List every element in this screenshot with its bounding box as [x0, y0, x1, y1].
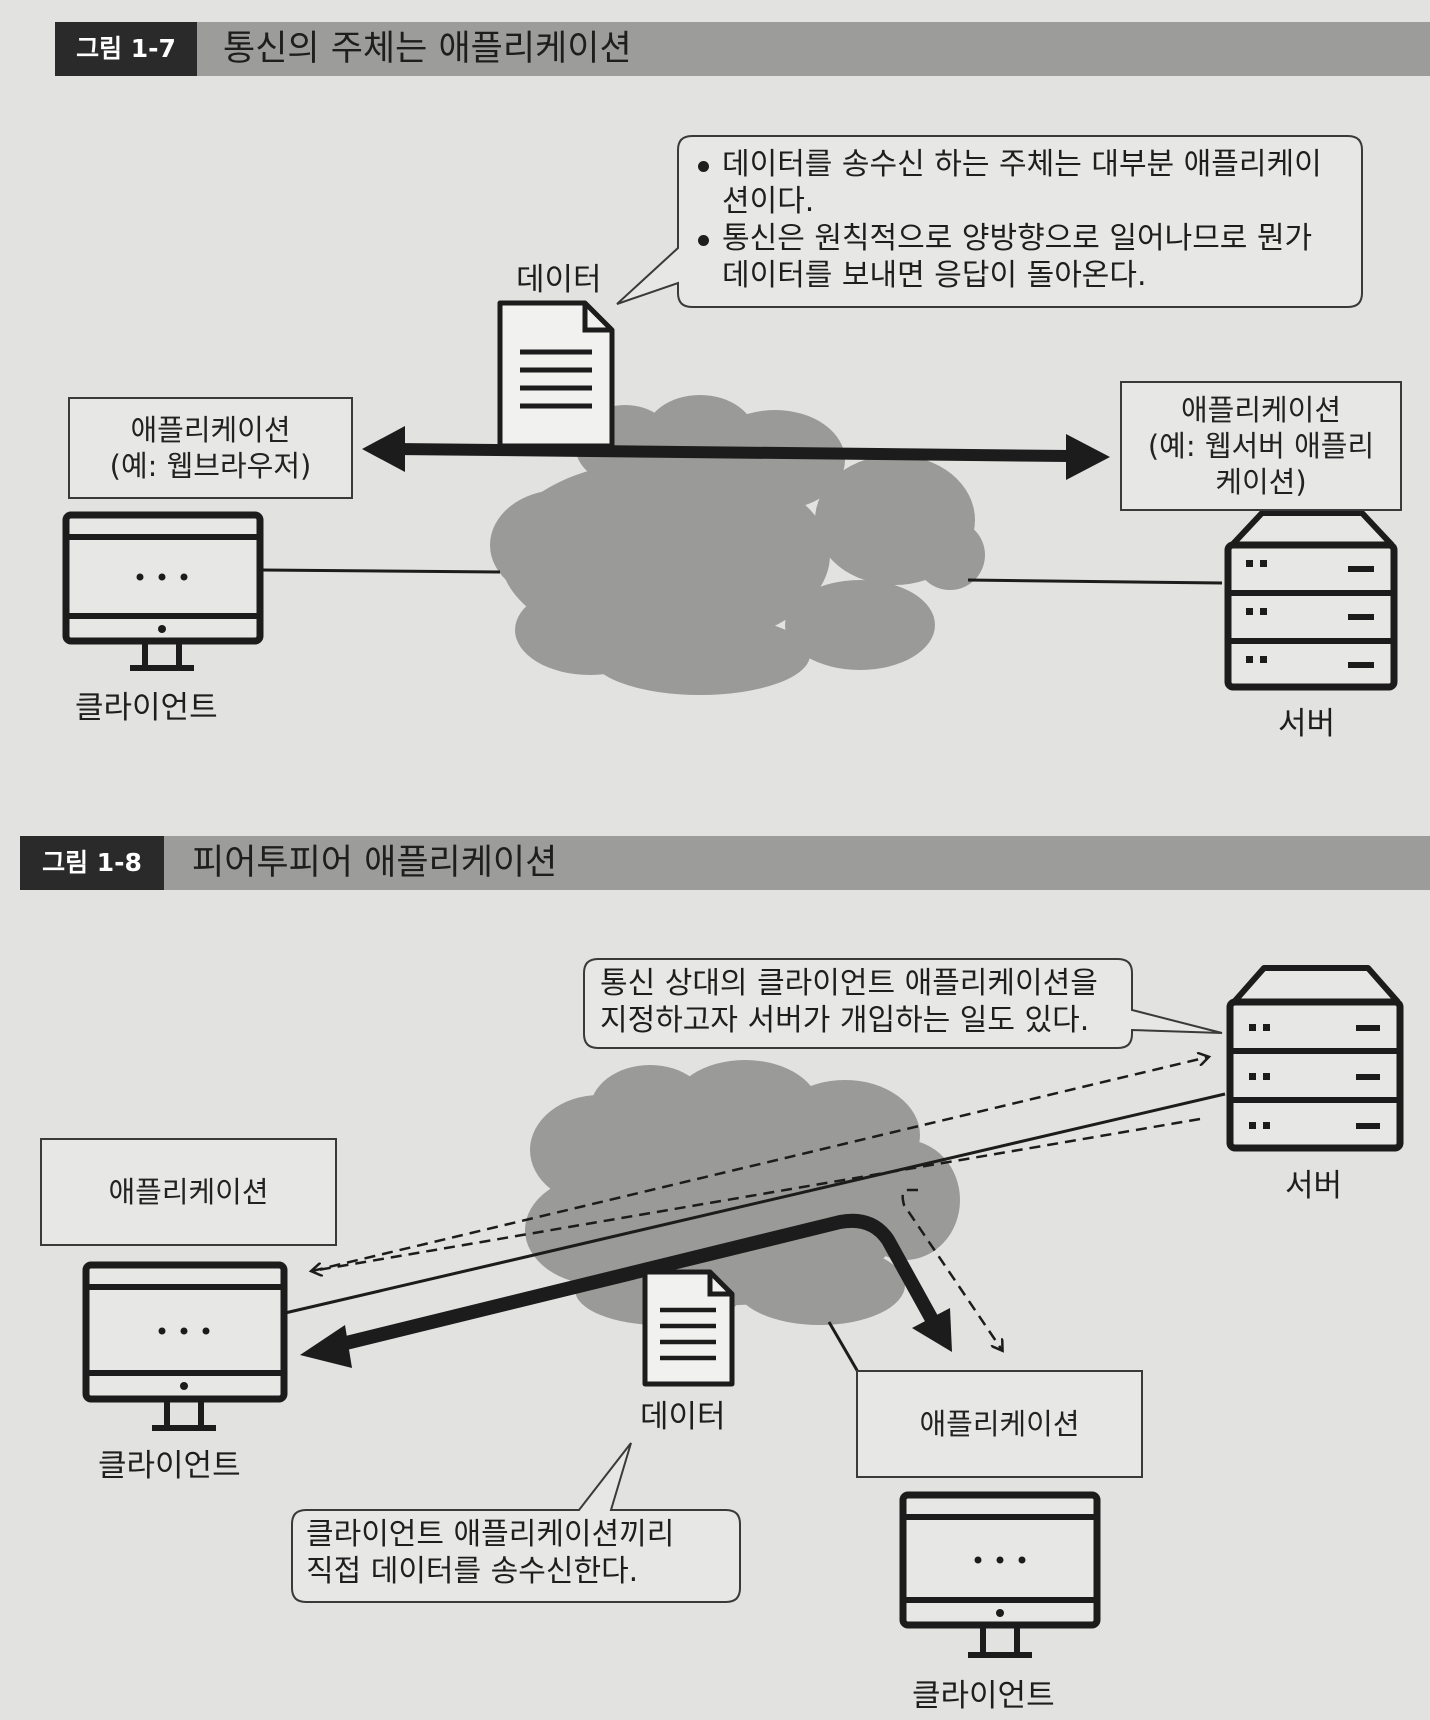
client-label: 클라이언트	[75, 690, 218, 726]
p2p-callout-line-2: 직접 데이터를 송수신한다.	[306, 1554, 639, 1589]
p2p-callout-bubble	[291, 1442, 741, 1603]
figure-1-8-title: 피어투피어 애플리케이션	[192, 843, 558, 883]
p2p-callout-line-1: 클라이언트 애플리케이션끼리	[306, 1517, 675, 1552]
data-label-2: 데이터	[640, 1399, 726, 1435]
callout-bubble	[616, 135, 1363, 308]
server-icon	[1226, 965, 1404, 1152]
p2p-arrow-icon	[300, 1213, 952, 1368]
right-app-label: 애플리케이션	[919, 1407, 1080, 1441]
client-app-box: 애플리케이션 (예: 웹브라우저)	[68, 397, 353, 499]
monitor-icon	[62, 511, 264, 671]
server-app-line-1: 애플리케이션	[1180, 393, 1342, 427]
right-client-label: 클라이언트	[912, 1678, 1055, 1714]
server-app-box: 애플리케이션 (예: 웹서버 애플리 케이션)	[1120, 381, 1402, 511]
server-icon	[1224, 510, 1398, 691]
figure-1-8-header: 그림 1-8 피어투피어 애플리케이션	[20, 836, 1430, 890]
left-app-box: 애플리케이션	[40, 1138, 337, 1246]
document-icon	[642, 1269, 735, 1387]
server-app-line-2: (예: 웹서버 애플리	[1147, 429, 1375, 463]
monitor-icon	[899, 1491, 1101, 1658]
data-label: 데이터	[516, 262, 602, 298]
p2p-callout-text: 클라이언트 애플리케이션끼리 직접 데이터를 송수신한다.	[306, 1516, 674, 1590]
monitor-icon	[82, 1261, 288, 1431]
server-callout-bubble	[583, 958, 1223, 1049]
left-app-label: 애플리케이션	[108, 1175, 269, 1209]
callout-item-2-line-1: 통신은 원칙적으로 양방향으로 일어나므로 뭔가	[696, 220, 1322, 257]
client-app-line-1: 애플리케이션	[130, 413, 291, 447]
figure-1-7-title: 통신의 주체는 애플리케이션	[223, 29, 632, 69]
figure-1-7-header: 그림 1-7 통신의 주체는 애플리케이션	[55, 22, 1430, 76]
cloud-icon	[525, 1060, 960, 1325]
dashed-arrow-icon	[312, 1057, 1208, 1350]
server-callout-text: 통신 상대의 클라이언트 애플리케이션을 지정하고자 서버가 개입하는 일도 있…	[600, 965, 1098, 1039]
figure-1-8-tag: 그림 1-8	[20, 836, 164, 890]
client-app-line-2: (예: 웹브라우저)	[109, 449, 312, 483]
callout-text: 데이터를 송수신 하는 주체는 대부분 애플리케이 션이다. 통신은 원칙적으로…	[696, 146, 1322, 294]
server-callout-line-1: 통신 상대의 클라이언트 애플리케이션을	[600, 966, 1098, 1001]
server-label: 서버	[1278, 706, 1336, 742]
double-arrow-icon	[362, 426, 1110, 480]
figure-1-7-tag: 그림 1-7	[55, 22, 197, 76]
callout-item-1-line-1: 데이터를 송수신 하는 주체는 대부분 애플리케이	[696, 146, 1322, 183]
callout-item-1-line-2: 션이다.	[722, 184, 815, 219]
left-client-label: 클라이언트	[98, 1448, 241, 1484]
server-label-2: 서버	[1285, 1168, 1343, 1204]
document-icon	[497, 300, 615, 449]
callout-item-2-line-2: 데이터를 보내면 응답이 돌아온다.	[722, 258, 1147, 293]
right-app-box: 애플리케이션	[856, 1370, 1143, 1478]
server-callout-line-2: 지정하고자 서버가 개입하는 일도 있다.	[600, 1003, 1090, 1038]
server-app-line-3: 케이션)	[1215, 465, 1307, 499]
